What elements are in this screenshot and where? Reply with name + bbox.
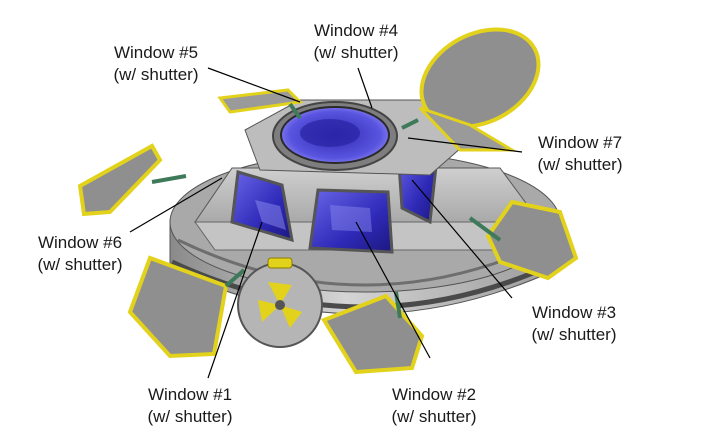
label-window-6-note: (w/ shutter)	[37, 255, 123, 274]
shutter-window-6	[77, 143, 163, 217]
front-hatch	[237, 257, 323, 348]
shutter-window-1	[127, 255, 229, 359]
label-window-7: Window #7 (w/ shutter)	[520, 132, 640, 176]
shutter-window-3	[485, 199, 579, 281]
leader-lines	[129, 67, 523, 379]
label-window-1-name: Window #1	[147, 385, 233, 404]
label-window-2-note: (w/ shutter)	[391, 407, 477, 426]
shutters	[77, 27, 579, 375]
label-window-4-name: Window #4	[313, 21, 399, 40]
leader-window-3	[411, 179, 513, 299]
shutter-window-7	[419, 27, 541, 129]
label-window-1: Window #1 (w/ shutter)	[130, 384, 250, 428]
side-window-front	[308, 188, 394, 254]
label-window-7-name: Window #7	[537, 133, 623, 152]
label-window-5-name: Window #5	[113, 43, 199, 62]
leader-window-4	[357, 67, 373, 109]
label-window-6: Window #6 (w/ shutter)	[20, 232, 140, 276]
leader-window-7	[407, 137, 523, 153]
leader-window-2	[355, 221, 431, 359]
hinge-arms	[151, 102, 502, 319]
label-window-2: Window #2 (w/ shutter)	[374, 384, 494, 428]
leader-window-1	[207, 221, 263, 379]
leader-window-5	[207, 67, 301, 103]
top-window	[244, 99, 471, 176]
shutter-window-2	[321, 293, 425, 375]
label-window-1-note: (w/ shutter)	[147, 407, 233, 426]
leader-window-6	[129, 177, 223, 233]
side-windows	[230, 147, 438, 254]
label-window-2-name: Window #2	[391, 385, 477, 404]
label-window-6-name: Window #6	[37, 233, 123, 252]
label-window-5: Window #5 (w/ shutter)	[96, 42, 216, 86]
label-window-4-note: (w/ shutter)	[313, 43, 399, 62]
label-window-7-note: (w/ shutter)	[537, 155, 623, 174]
label-window-3: Window #3 (w/ shutter)	[514, 302, 634, 346]
label-window-3-note: (w/ shutter)	[531, 325, 617, 344]
label-window-4: Window #4 (w/ shutter)	[296, 20, 416, 64]
label-window-5-note: (w/ shutter)	[113, 65, 199, 84]
label-window-3-name: Window #3	[531, 303, 617, 322]
